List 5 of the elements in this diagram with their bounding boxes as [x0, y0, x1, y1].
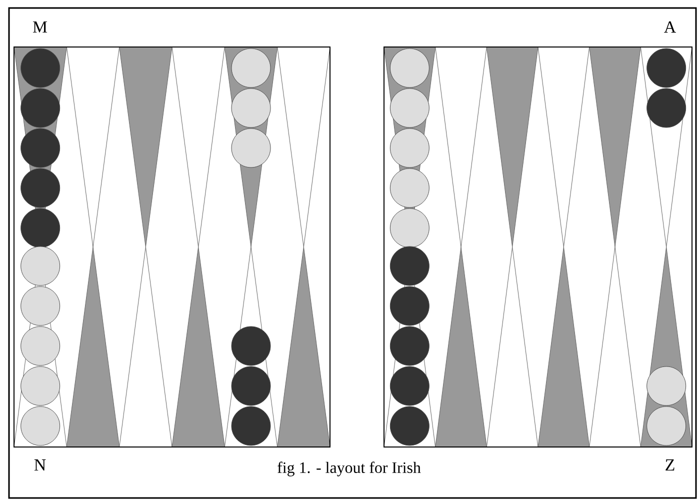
corner-letter: Z [666, 459, 674, 471]
corner-letter: N [34, 459, 46, 471]
corner-letter: M [32, 21, 48, 33]
corner-letter: A [664, 21, 676, 33]
caption: fig 1. - layout for Irish [278, 462, 421, 476]
